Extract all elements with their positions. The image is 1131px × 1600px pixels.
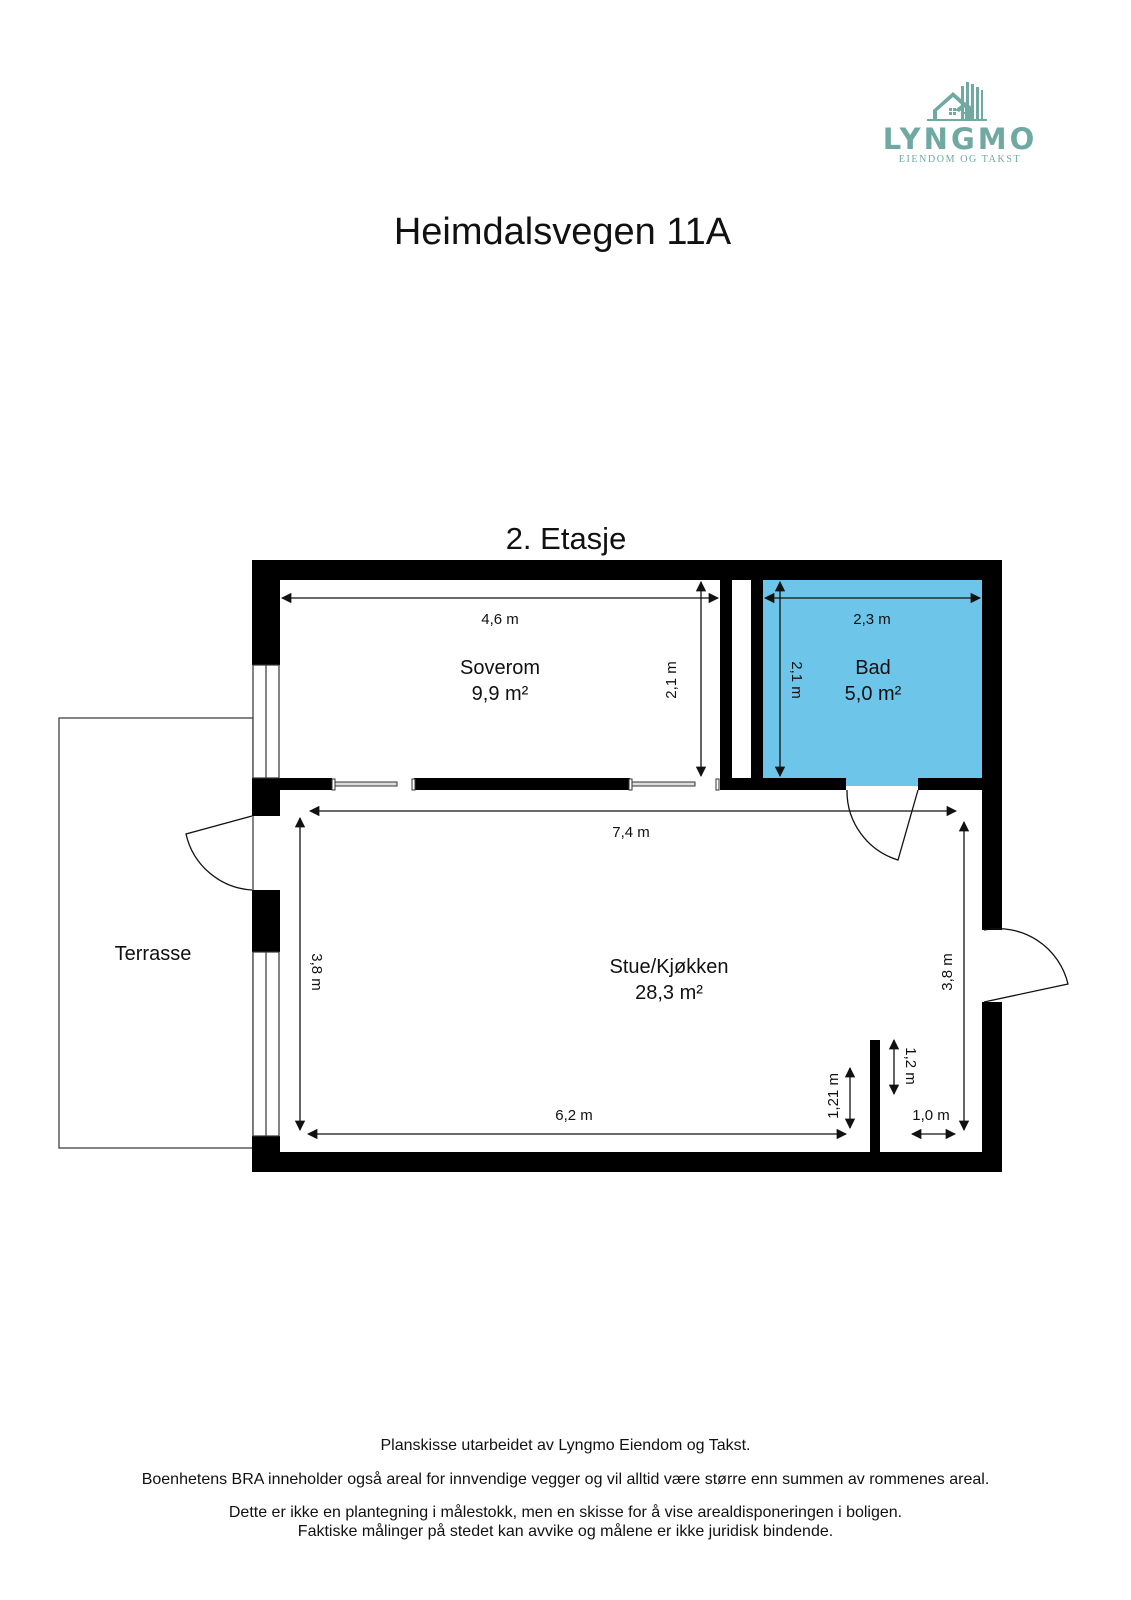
footer-disclaimer-1: Dette er ikke en plantegning i målestokk… — [228, 1504, 903, 1521]
property-address: Heimdalsvegen 11A — [393, 211, 732, 253]
dim-label-nook-width: 1,0 m — [912, 1107, 950, 1124]
room-area-stue-kjokken: 28,3 m² — [635, 982, 703, 1004]
company-logo: LYNGMO EIENDOM OG TAKST — [880, 80, 1040, 190]
dim-label-stue-inner-width: 6,2 m — [555, 1107, 593, 1124]
room-area-soverom: 9,9 m² — [472, 683, 529, 705]
window-left-lower — [252, 951, 280, 1137]
door-bad — [846, 789, 919, 861]
dim-label-stue-depth-right: 3,8 m — [939, 953, 956, 991]
sliding-door — [331, 778, 720, 791]
logo-tagline: EIENDOM OG TAKST — [898, 154, 1022, 165]
room-bad — [763, 580, 982, 778]
dim-label-nook-depth-a: 1,21 m — [825, 1073, 842, 1119]
door-entrance — [983, 927, 1069, 1003]
walls — [252, 560, 1002, 1172]
room-label-terrasse: Terrasse — [115, 943, 192, 965]
property-title: Heimdalsvegen 11A — [0, 210, 1131, 254]
footer-bra-note: Boenhetens BRA inneholder også areal for… — [141, 1471, 990, 1488]
room-terrasse — [58, 717, 254, 1149]
dim-label-stue-width: 7,4 m — [612, 824, 650, 841]
window-left-upper — [252, 664, 280, 779]
footer-disclaimer-2: Faktiske målinger på stedet kan avvike o… — [297, 1523, 834, 1540]
door-terrasse — [185, 815, 253, 891]
room-area-bad: 5,0 m² — [845, 683, 902, 705]
room-label-bad: Bad — [855, 657, 891, 679]
dim-label-bad-depth: 2,1 m — [788, 661, 805, 699]
footer-credit: Planskisse utarbeidet av Lyngmo Eiendom … — [380, 1437, 751, 1454]
dim-label-stue-depth-left: 3,8 m — [308, 953, 325, 991]
dim-label-soverom-depth: 2,1 m — [663, 661, 680, 699]
house-buildings-icon — [927, 82, 987, 121]
dim-label-soverom-width: 4,6 m — [481, 611, 519, 628]
dim-label-bad-width: 2,3 m — [853, 611, 891, 628]
room-label-stue-kjokken: Stue/Kjøkken — [610, 956, 729, 978]
logo-wordmark: LYNGMO — [882, 122, 1038, 156]
floor-label: 2. Etasje — [506, 521, 627, 556]
dim-label-nook-depth-b: 1,2 m — [902, 1047, 919, 1085]
room-label-soverom: Soverom — [460, 657, 540, 679]
